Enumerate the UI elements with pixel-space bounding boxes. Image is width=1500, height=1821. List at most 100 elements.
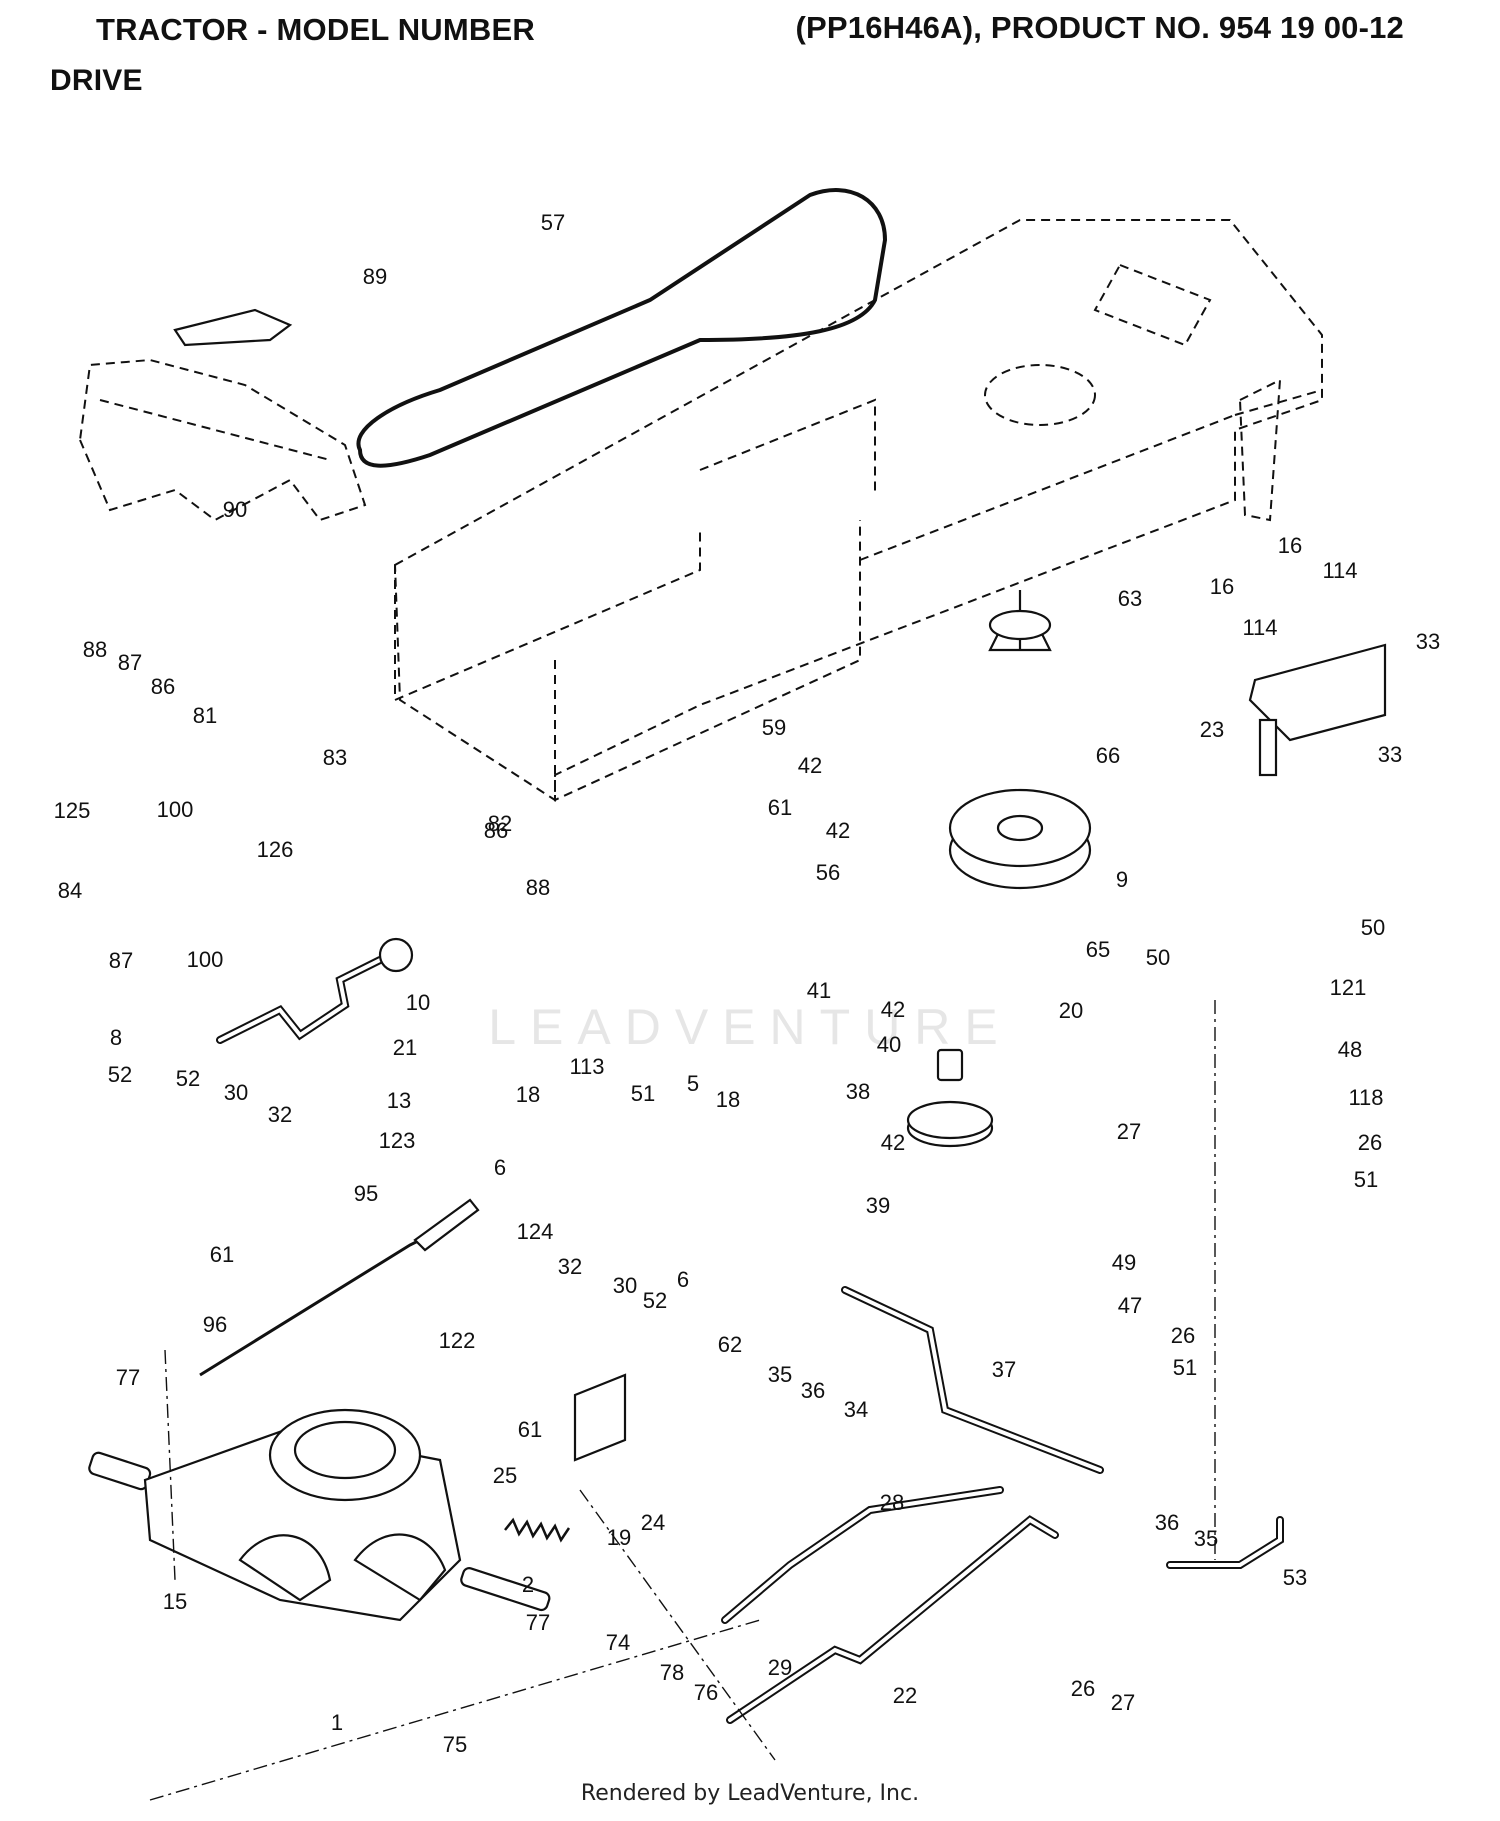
callout-114: 114 bbox=[1322, 558, 1357, 583]
callout-13: 13 bbox=[387, 1088, 411, 1113]
callout-37: 37 bbox=[992, 1357, 1016, 1382]
callout-24: 24 bbox=[641, 1510, 665, 1535]
callout-32: 32 bbox=[558, 1254, 582, 1279]
callout-42: 42 bbox=[826, 818, 850, 843]
callout-41: 41 bbox=[807, 978, 831, 1003]
callout-26: 26 bbox=[1171, 1323, 1195, 1348]
callout-125: 125 bbox=[54, 798, 91, 823]
callout-84: 84 bbox=[58, 878, 82, 903]
callout-124: 124 bbox=[517, 1219, 554, 1244]
callout-51: 51 bbox=[631, 1081, 655, 1106]
callout-28: 28 bbox=[880, 1490, 904, 1515]
callout-89: 89 bbox=[363, 264, 387, 289]
callout-88: 88 bbox=[526, 875, 550, 900]
callout-81: 81 bbox=[193, 703, 217, 728]
callout-34: 34 bbox=[844, 1397, 868, 1422]
callout-122: 122 bbox=[439, 1328, 476, 1353]
callout-57: 57 bbox=[541, 210, 565, 235]
callout-50: 50 bbox=[1146, 945, 1170, 970]
callout-47: 47 bbox=[1118, 1293, 1142, 1318]
callout-50: 50 bbox=[1361, 915, 1385, 940]
callout-30: 30 bbox=[224, 1080, 248, 1105]
foot-pedal bbox=[173, 308, 293, 347]
callout-26: 26 bbox=[1358, 1130, 1382, 1155]
callout-74: 74 bbox=[606, 1630, 630, 1655]
callout-33: 33 bbox=[1416, 629, 1440, 654]
callout-95: 95 bbox=[354, 1181, 378, 1206]
callout-38: 38 bbox=[846, 1079, 870, 1104]
callout-121: 121 bbox=[1330, 975, 1367, 1000]
callout-82: 82 bbox=[488, 811, 512, 836]
callout-86: 86 bbox=[484, 818, 508, 843]
callout-6: 6 bbox=[494, 1155, 506, 1180]
callout-49: 49 bbox=[1112, 1250, 1136, 1275]
callout-35: 35 bbox=[768, 1362, 792, 1387]
product-number: (PP16H46A), PRODUCT NO. 954 19 00-12 bbox=[795, 10, 1404, 45]
callout-42: 42 bbox=[798, 753, 822, 778]
frame-outline bbox=[393, 219, 1323, 802]
callout-36: 36 bbox=[1155, 1510, 1179, 1535]
callout-19: 19 bbox=[607, 1525, 631, 1550]
callout-27: 27 bbox=[1117, 1119, 1141, 1144]
callout-9: 9 bbox=[1116, 867, 1128, 892]
callout-66: 66 bbox=[1096, 743, 1120, 768]
callout-52: 52 bbox=[108, 1062, 132, 1087]
callout-113: 113 bbox=[569, 1054, 604, 1079]
callout-100: 100 bbox=[187, 947, 224, 972]
callout-20: 20 bbox=[1059, 998, 1083, 1023]
callout-86: 86 bbox=[151, 674, 175, 699]
callout-6: 6 bbox=[677, 1267, 689, 1292]
callout-33: 33 bbox=[1378, 742, 1402, 767]
callout-114: 114 bbox=[1242, 615, 1277, 640]
callout-42: 42 bbox=[881, 997, 905, 1022]
callout-16: 16 bbox=[1210, 574, 1234, 599]
callout-77: 77 bbox=[116, 1365, 140, 1390]
transaxle bbox=[88, 1408, 551, 1622]
idler-bracket-right bbox=[1248, 643, 1387, 777]
idler-pulley-center bbox=[906, 1048, 994, 1148]
callout-87: 87 bbox=[109, 948, 133, 973]
callout-16: 16 bbox=[1278, 533, 1302, 558]
callout-126: 126 bbox=[257, 837, 294, 862]
callout-25: 25 bbox=[493, 1463, 517, 1488]
callout-22: 22 bbox=[893, 1683, 917, 1708]
callout-29: 29 bbox=[768, 1655, 792, 1680]
callout-40: 40 bbox=[877, 1032, 901, 1057]
fender-outline bbox=[78, 358, 367, 522]
callout-100: 100 bbox=[157, 797, 194, 822]
callout-39: 39 bbox=[866, 1193, 890, 1218]
callout-26: 26 bbox=[1071, 1676, 1095, 1701]
spring bbox=[504, 1517, 571, 1543]
callout-21: 21 bbox=[393, 1035, 417, 1060]
callout-63: 63 bbox=[1118, 586, 1142, 611]
callout-48: 48 bbox=[1338, 1037, 1362, 1062]
callout-78: 78 bbox=[660, 1660, 684, 1685]
callout-62: 62 bbox=[718, 1332, 742, 1357]
rear-bracket bbox=[573, 1373, 627, 1462]
brake-rod bbox=[199, 1198, 480, 1377]
callout-75: 75 bbox=[443, 1732, 467, 1757]
callout-36: 36 bbox=[801, 1378, 825, 1403]
callout-56: 56 bbox=[816, 860, 840, 885]
callout-8: 8 bbox=[110, 1025, 122, 1050]
watermark-text: LEADVENTURE bbox=[488, 999, 1012, 1055]
callout-59: 59 bbox=[762, 715, 786, 740]
callout-5: 5 bbox=[687, 1071, 699, 1096]
callout-15: 15 bbox=[163, 1589, 187, 1614]
callout-51: 51 bbox=[1173, 1355, 1197, 1380]
callout-42: 42 bbox=[881, 1130, 905, 1155]
callout-35: 35 bbox=[1194, 1526, 1218, 1551]
callout-18: 18 bbox=[716, 1087, 740, 1112]
callout-87: 87 bbox=[118, 650, 142, 675]
callout-65: 65 bbox=[1086, 937, 1110, 962]
diagram-title: TRACTOR - MODEL NUMBER bbox=[96, 12, 535, 47]
callout-77: 77 bbox=[526, 1610, 550, 1635]
callout-83: 83 bbox=[323, 745, 347, 770]
centerlines bbox=[149, 1000, 1216, 1801]
callout-96: 96 bbox=[203, 1312, 227, 1337]
callout-52: 52 bbox=[643, 1288, 667, 1313]
electric-clutch bbox=[948, 590, 1092, 890]
